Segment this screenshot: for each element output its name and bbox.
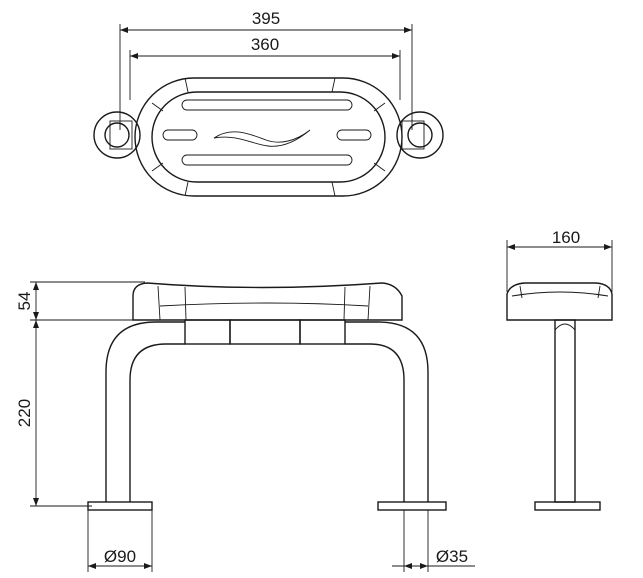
dimension-overall-width: 395 xyxy=(119,9,413,130)
seat-front-profile xyxy=(132,282,403,321)
drain-slot-left xyxy=(162,129,198,141)
dimension-seat-depth: 160 xyxy=(506,228,613,292)
dimension-seat-width: 360 xyxy=(129,35,401,100)
tube-diameter-label: Ø35 xyxy=(436,547,468,566)
seat-top-outline xyxy=(134,77,403,197)
dimension-tube-diameter: Ø35 xyxy=(392,510,475,572)
center-bracket xyxy=(229,319,301,345)
dimension-seat-thickness: 54 xyxy=(15,281,145,321)
base-plate-diameter-label: Ø90 xyxy=(104,547,136,566)
drain-slot-right xyxy=(336,129,372,141)
wave-logo xyxy=(213,129,311,147)
side-view: 160 xyxy=(506,228,613,511)
left-base-plate xyxy=(87,501,153,511)
dimension-seat-height: 220 xyxy=(15,320,92,507)
right-bracket xyxy=(299,319,346,345)
seat-height-label: 220 xyxy=(15,399,34,427)
seat-width-label: 360 xyxy=(251,35,279,54)
seat-thickness-label: 54 xyxy=(15,292,34,311)
left-wall-rosette xyxy=(93,111,141,159)
drain-slot-top xyxy=(181,99,353,111)
right-wall-rosette xyxy=(396,111,444,159)
seat-depth-label: 160 xyxy=(552,228,580,247)
drain-slot-bottom xyxy=(181,154,353,166)
frame-tube-inner xyxy=(129,343,405,502)
right-base-plate xyxy=(377,501,447,511)
frame-tube-outer xyxy=(105,321,429,502)
front-view: 54 220 xyxy=(15,281,475,572)
side-base-plate xyxy=(534,501,601,511)
seat-inner-panel xyxy=(151,91,386,183)
seat-side-profile xyxy=(506,282,613,321)
side-tube xyxy=(554,319,576,503)
left-bracket xyxy=(184,319,231,345)
overall-width-label: 395 xyxy=(252,9,280,28)
dimension-base-plate-diameter: Ø90 xyxy=(87,510,153,572)
top-view: 395 360 xyxy=(93,9,444,197)
